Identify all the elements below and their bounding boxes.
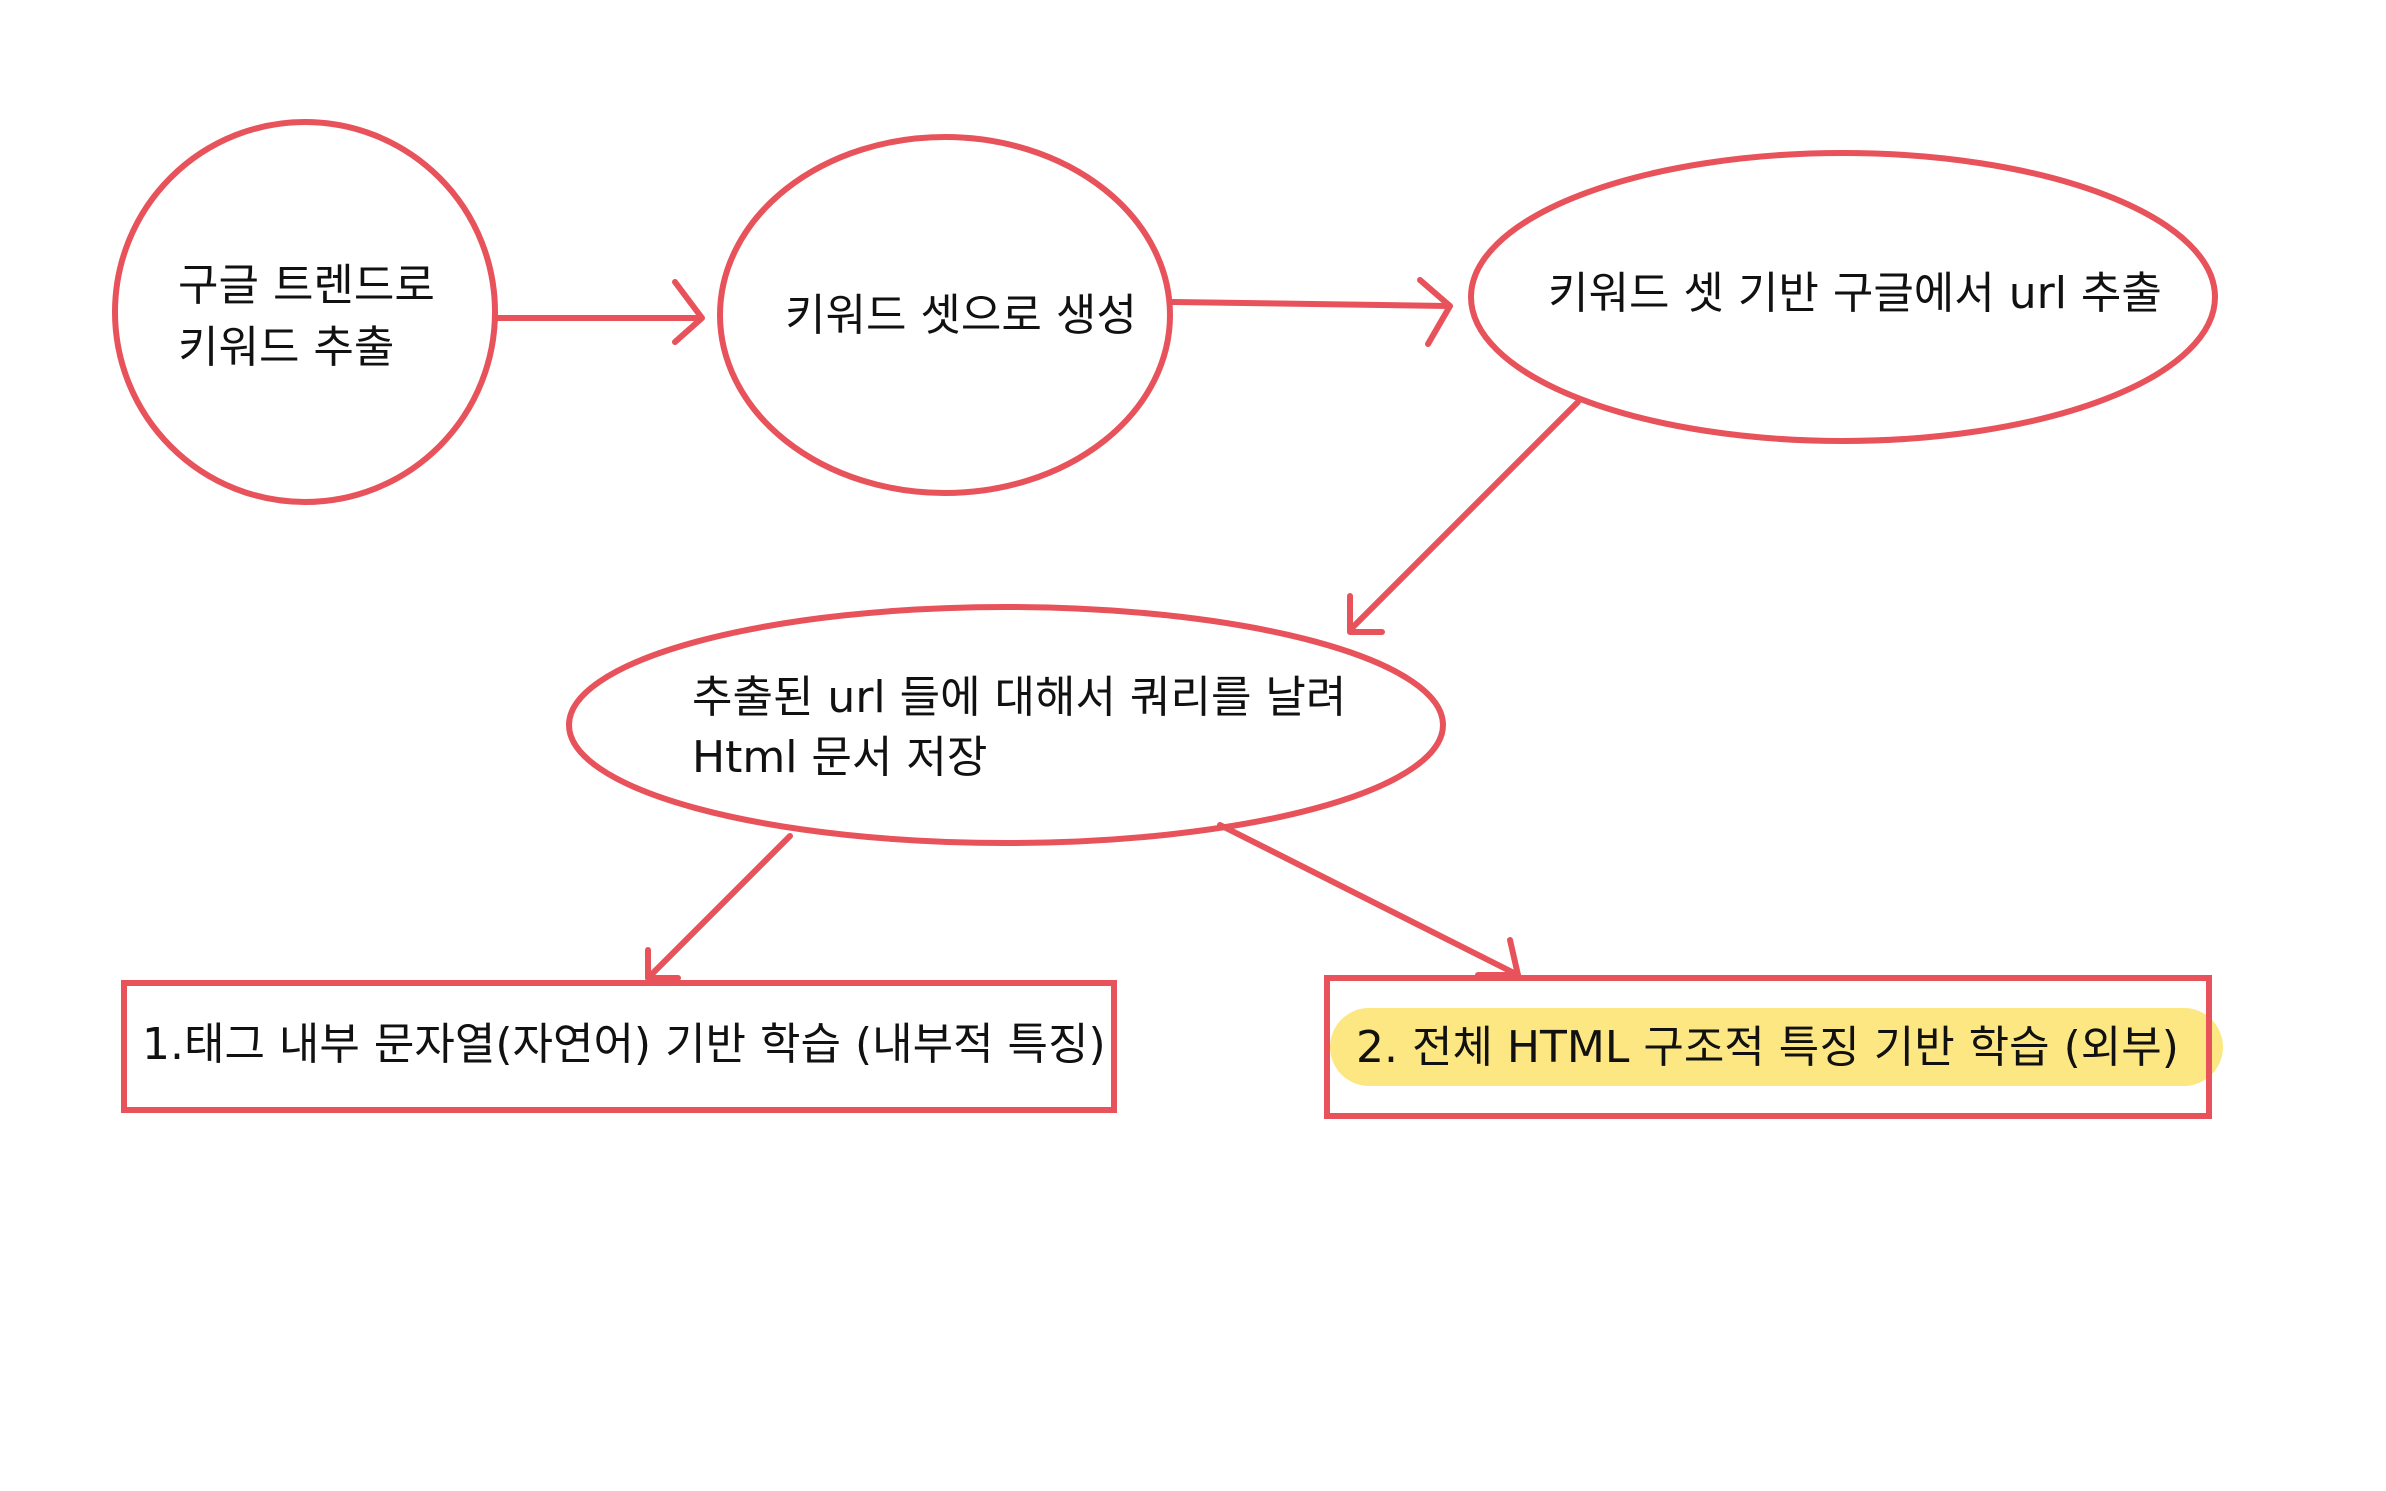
box-internal-learning-label: 1.태그 내부 문자열(자연어) 기반 학습 (내부적 특징) [142, 1019, 1106, 1070]
node-html-save: 추출된 url 들에 대해서 쿼리를 날려 Html 문서 저장 [566, 604, 1446, 846]
node-keyword-set-label: 키워드 셋으로 생성 [785, 290, 1137, 341]
box-external-learning-shape [1324, 975, 2212, 1119]
node-html-save-label-line2: Html 문서 저장 [692, 732, 987, 783]
node-url-extract: 키워드 셋 기반 구글에서 url 추출 [1468, 150, 2218, 444]
node-html-save-shape [566, 604, 1446, 846]
box-external-learning: 2. 전체 HTML 구조적 특징 기반 학습 (외부) [1324, 975, 2223, 1119]
arrow-trends-to-keywordset [494, 279, 705, 345]
node-google-trends-shape [112, 119, 498, 505]
node-keyword-set: 키워드 셋으로 생성 [717, 134, 1173, 496]
node-url-extract-label: 키워드 셋 기반 구글에서 url 추출 [1548, 268, 2162, 319]
arrow-htmlsave-to-external [1217, 822, 1521, 978]
arrow-keywordset-to-urlextract [1170, 277, 1453, 347]
box-external-learning-highlight [1330, 1008, 2223, 1086]
node-html-save-label-line1: 추출된 url 들에 대해서 쿼리를 날려 [692, 672, 1346, 723]
box-internal-learning-shape [121, 980, 1117, 1113]
node-google-trends-label-line1: 구글 트렌드로 [178, 260, 435, 311]
box-external-learning-label: 2. 전체 HTML 구조적 특징 기반 학습 (외부) [1356, 1022, 2179, 1073]
arrow-urlextract-to-htmlsave [1347, 399, 1581, 635]
node-google-trends: 구글 트렌드로 키워드 추출 [112, 119, 498, 505]
node-keyword-set-shape [717, 134, 1173, 496]
box-internal-learning: 1.태그 내부 문자열(자연어) 기반 학습 (내부적 특징) [121, 980, 1117, 1113]
node-google-trends-label-line2: 키워드 추출 [178, 322, 394, 373]
arrow-htmlsave-to-internal [645, 833, 793, 981]
node-url-extract-shape [1468, 150, 2218, 444]
